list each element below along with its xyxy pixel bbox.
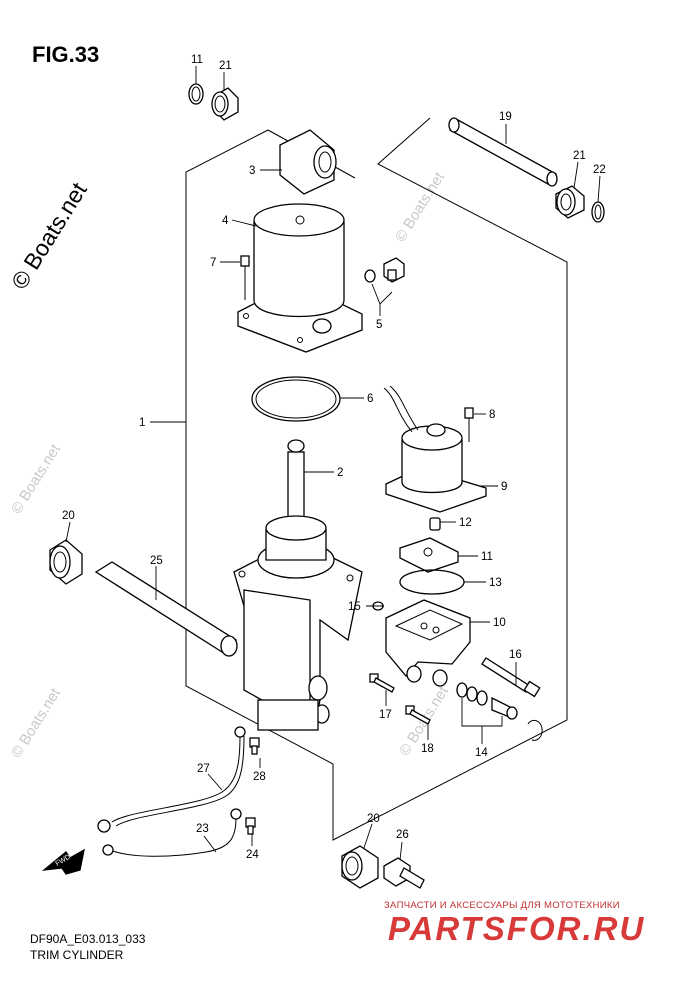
callout-19: 19 <box>499 111 512 123</box>
callout-labels: 11 21 3 4 7 5 6 1 2 8 9 12 11 13 15 10 1… <box>62 54 606 861</box>
cylinder-body-part <box>233 515 363 731</box>
screw-18-part <box>405 705 431 725</box>
leader-lines <box>65 66 601 861</box>
callout-4: 4 <box>222 215 229 227</box>
callout-1: 1 <box>139 417 145 429</box>
callout-20: 20 <box>62 510 75 522</box>
callout-27: 27 <box>197 763 210 775</box>
bolt-26-part <box>383 857 425 889</box>
pump-body-10-part <box>385 599 471 687</box>
callout-22: 22 <box>593 164 606 176</box>
bushing-20-left-part <box>49 539 83 585</box>
ground-wire-27-part <box>97 726 246 833</box>
callout-10: 10 <box>493 617 506 629</box>
bolt-16-part <box>481 657 541 698</box>
o-ring-6-inner <box>255 379 337 419</box>
trim-rod-2-part <box>287 439 305 519</box>
callout-3: 3 <box>249 165 255 177</box>
o-ring-13-part <box>399 569 465 595</box>
bushing-right-part <box>555 185 585 219</box>
figure-title: FIG.33 <box>32 42 100 67</box>
brand-tagline: ЗАПЧАСТИ И АКСЕССУАРЫ ДЛЯ МОТОТЕХНИКИ <box>384 900 620 911</box>
callout-28: 28 <box>253 771 266 783</box>
snap-ring-right-part <box>591 201 605 223</box>
screw-28-part <box>249 737 260 755</box>
valve-kit-14-part <box>456 682 543 741</box>
bushing-20-lower-part <box>341 845 379 889</box>
screw-24-part <box>245 817 256 835</box>
callout-7: 7 <box>210 257 216 269</box>
bushing-part <box>211 87 239 121</box>
callout-26: 26 <box>396 829 409 841</box>
callout-11: 11 <box>191 54 203 66</box>
callout-21: 21 <box>219 60 232 72</box>
coupling-12-part <box>429 517 441 531</box>
callout-21b: 21 <box>573 150 586 162</box>
snap-ring-part <box>188 83 204 105</box>
callout-23: 23 <box>196 823 209 835</box>
callout-6: 6 <box>367 393 373 405</box>
callout-5: 5 <box>376 319 382 331</box>
gear-plate-11-part <box>399 537 459 573</box>
shaft-pin-part <box>448 117 558 187</box>
pin-25-part <box>94 561 238 657</box>
forward-arrow-icon: FWD <box>41 848 85 875</box>
callout-17: 17 <box>379 709 392 721</box>
bushing-3-part <box>279 129 337 195</box>
callout-24: 24 <box>246 849 259 861</box>
callout-15: 15 <box>348 601 361 613</box>
callout-11b: 11 <box>481 551 493 563</box>
figure-code: DF90A_E03.013_033 <box>30 932 146 946</box>
callout-8: 8 <box>489 409 495 421</box>
callout-12: 12 <box>459 517 472 529</box>
callout-14: 14 <box>475 747 488 759</box>
fitting-5-part <box>364 257 405 283</box>
callout-25: 25 <box>150 555 163 567</box>
callout-20b: 20 <box>367 813 380 825</box>
brand-logo: PARTSFOR.RU <box>388 910 646 947</box>
callout-18: 18 <box>421 743 434 755</box>
cylinder-4-part <box>237 203 363 353</box>
trim-motor-9-part <box>383 385 487 513</box>
screw-7-part <box>240 255 250 300</box>
callout-2: 2 <box>337 467 343 479</box>
callout-9: 9 <box>501 481 507 493</box>
o-ring-6-part <box>251 376 341 422</box>
screw-8-part <box>464 407 474 442</box>
callout-16: 16 <box>509 649 522 661</box>
figure-name: TRIM CYLINDER <box>30 948 124 962</box>
callout-13: 13 <box>489 577 502 589</box>
assembly-outline <box>185 117 568 841</box>
screw-17-part <box>369 673 395 693</box>
ground-wire-23-part <box>102 808 242 857</box>
